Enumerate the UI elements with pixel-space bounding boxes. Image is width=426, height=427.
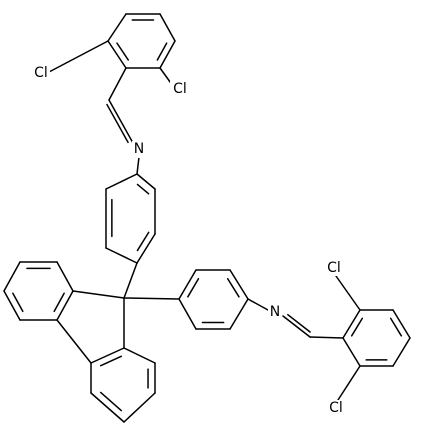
atom-label-layer: Cl Cl N N Cl Cl xyxy=(30,64,345,417)
single-bond xyxy=(3,290,21,321)
single-bond xyxy=(342,337,361,367)
single-bond xyxy=(159,40,176,69)
double-bond-inner xyxy=(53,292,65,313)
double-bond-inner xyxy=(99,391,123,412)
double-bond-inner xyxy=(187,277,200,298)
single-bond xyxy=(107,13,127,42)
single-bond xyxy=(136,173,156,190)
cl-atom-right-bottom: Cl xyxy=(329,400,343,416)
cl-label-mask xyxy=(30,64,50,81)
single-bond xyxy=(56,261,74,292)
single-bond xyxy=(123,262,138,299)
single-bond xyxy=(48,40,109,73)
double-bond-inner xyxy=(116,42,129,61)
single-bond xyxy=(136,156,140,175)
double-bond-inner xyxy=(12,292,24,313)
single-bond xyxy=(342,309,361,339)
single-bond xyxy=(247,298,269,311)
double-bond-inner xyxy=(226,277,240,298)
single-bond xyxy=(392,309,411,339)
double-bond-inner xyxy=(389,317,403,337)
single-bond xyxy=(105,173,138,190)
double-bond-inner xyxy=(350,317,364,337)
single-bond xyxy=(392,337,411,367)
single-bond xyxy=(178,298,197,330)
double-bond-inner xyxy=(156,42,168,61)
single-bond xyxy=(123,297,180,300)
n-atom-top: N xyxy=(134,141,144,157)
single-bond xyxy=(159,13,176,42)
single-bond xyxy=(107,40,127,69)
single-bond xyxy=(56,290,74,321)
imine-single xyxy=(282,315,311,338)
single-bond xyxy=(90,392,125,423)
single-bond xyxy=(335,275,361,311)
single-bond xyxy=(178,269,197,300)
double-bond-inner xyxy=(136,231,150,252)
single-bond xyxy=(123,347,156,364)
double-bond-inner xyxy=(287,313,311,333)
single-bond xyxy=(229,269,249,300)
imine-single xyxy=(108,99,134,144)
single-bond xyxy=(105,247,138,264)
single-bond xyxy=(72,290,125,299)
single-bond xyxy=(3,261,21,292)
cl-atom-top-left: Cl xyxy=(34,65,48,81)
cl-atom-top-right: Cl xyxy=(173,81,187,97)
single-bond xyxy=(108,67,127,101)
n-label-mask xyxy=(132,141,146,158)
single-bond xyxy=(90,347,125,364)
single-bond xyxy=(229,298,249,330)
single-bond xyxy=(337,365,361,401)
bond-layer xyxy=(3,13,411,423)
single-bond xyxy=(309,336,344,339)
single-bond xyxy=(123,392,156,423)
double-bond-inner xyxy=(106,103,129,144)
double-bond-inner xyxy=(136,183,150,195)
cl-label-mask xyxy=(324,259,344,276)
double-bond-inner xyxy=(99,355,123,367)
n-label-mask xyxy=(268,304,282,321)
n-atom-right: N xyxy=(270,304,280,320)
single-bond xyxy=(136,233,156,264)
cl-label-mask xyxy=(170,80,190,97)
single-bond xyxy=(56,319,92,364)
cl-label-mask xyxy=(325,400,345,417)
cl-atom-right-top: Cl xyxy=(327,260,341,276)
